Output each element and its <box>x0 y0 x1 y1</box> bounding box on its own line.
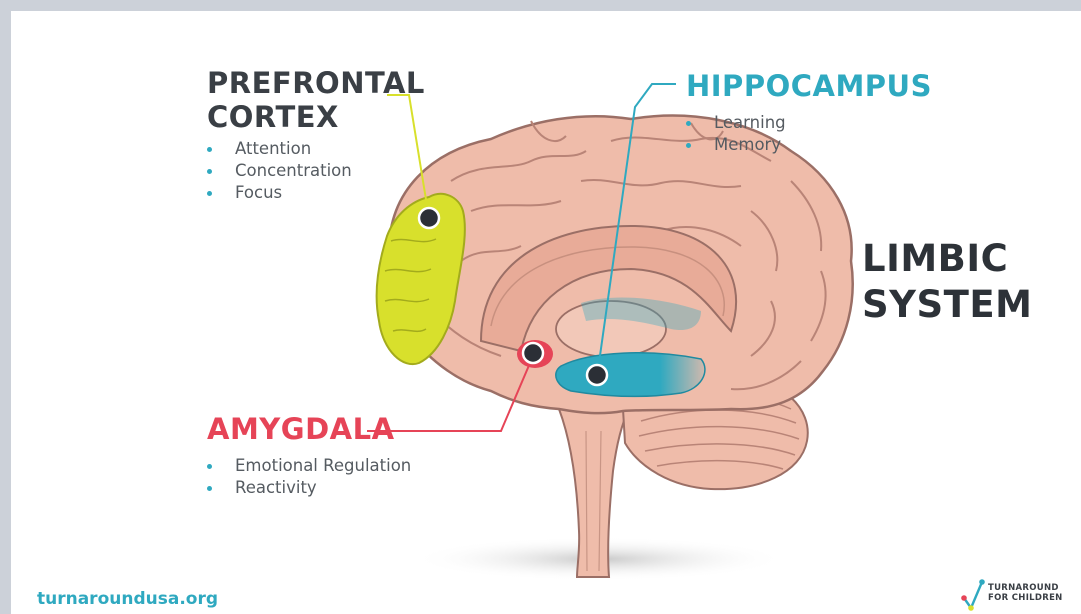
hippocampus-region <box>556 353 705 397</box>
amygdala-marker <box>523 343 543 363</box>
list-item: Reactivity <box>207 477 411 499</box>
list-item: Concentration <box>207 160 352 182</box>
logo-text: TURNAROUND FOR CHILDREN <box>988 583 1078 603</box>
bullet-dot-icon <box>686 143 691 148</box>
bullet-dot-icon <box>207 147 212 152</box>
list-item: Attention <box>207 138 352 160</box>
website-link[interactable]: turnaroundusa.org <box>37 589 218 609</box>
slide: PREFRONTAL CORTEX Attention Concentratio… <box>11 11 1081 614</box>
amygdala-title: AMYGDALA <box>207 412 395 446</box>
turnaround-logo: TURNAROUND FOR CHILDREN <box>961 578 1076 614</box>
list-item: Memory <box>686 134 786 156</box>
bullet-dot-icon <box>207 486 212 491</box>
limbic-system-label: LIMBIC SYSTEM <box>862 236 1062 328</box>
prefrontal-bullets: Attention Concentration Focus <box>207 138 352 204</box>
bullet-dot-icon <box>207 191 212 196</box>
hippocampus-marker <box>587 365 607 385</box>
prefrontal-cortex-title: PREFRONTAL CORTEX <box>207 66 417 134</box>
list-item: Learning <box>686 112 786 134</box>
list-item: Focus <box>207 182 352 204</box>
bullet-dot-icon <box>207 464 212 469</box>
hippocampus-title: HIPPOCAMPUS <box>686 69 932 103</box>
bullet-dot-icon <box>686 121 691 126</box>
prefrontal-marker <box>419 208 439 228</box>
bullet-dot-icon <box>207 169 212 174</box>
list-item: Emotional Regulation <box>207 455 411 477</box>
amygdala-bullets: Emotional Regulation Reactivity <box>207 455 411 499</box>
hippocampus-bullets: Learning Memory <box>686 112 786 156</box>
turnaround-logo-icon <box>961 578 985 612</box>
